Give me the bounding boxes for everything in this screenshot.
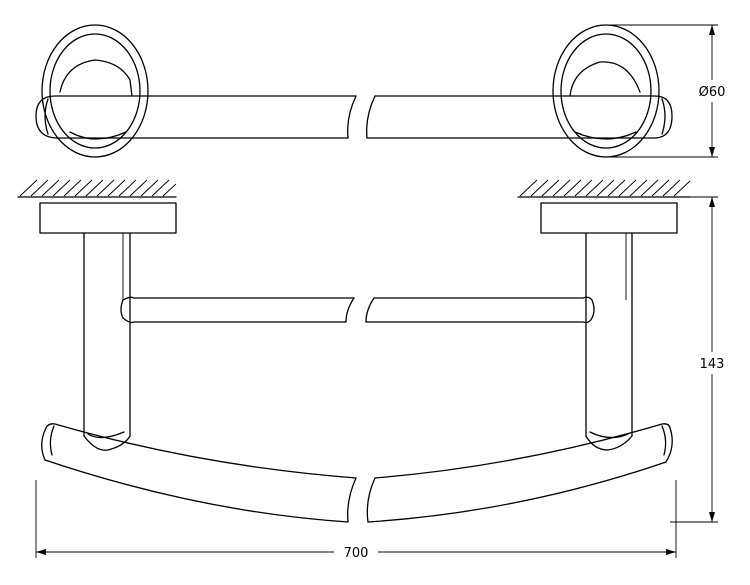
left-wall-hatch bbox=[17, 179, 177, 198]
top-view-left-rosette bbox=[41, 24, 149, 158]
left-mount bbox=[39, 202, 177, 451]
front-view bbox=[17, 179, 691, 523]
lower-bar-right bbox=[366, 423, 673, 523]
top-view-left-bar bbox=[35, 95, 357, 139]
top-view bbox=[35, 24, 673, 158]
top-view-right-bar bbox=[366, 95, 673, 139]
upper-crossbar bbox=[120, 296, 595, 324]
height-label: 143 bbox=[700, 357, 725, 372]
right-wall-hatch bbox=[517, 179, 691, 198]
right-mount bbox=[540, 202, 678, 451]
lower-bar-left bbox=[41, 423, 357, 523]
top-view-right-rosette bbox=[552, 24, 660, 158]
dimension-diameter: Ø60 bbox=[606, 24, 734, 158]
width-label: 700 bbox=[344, 546, 369, 561]
dimension-width: 700 bbox=[35, 480, 677, 562]
dimension-height: 143 bbox=[670, 196, 734, 523]
diameter-label: Ø60 bbox=[699, 85, 726, 100]
